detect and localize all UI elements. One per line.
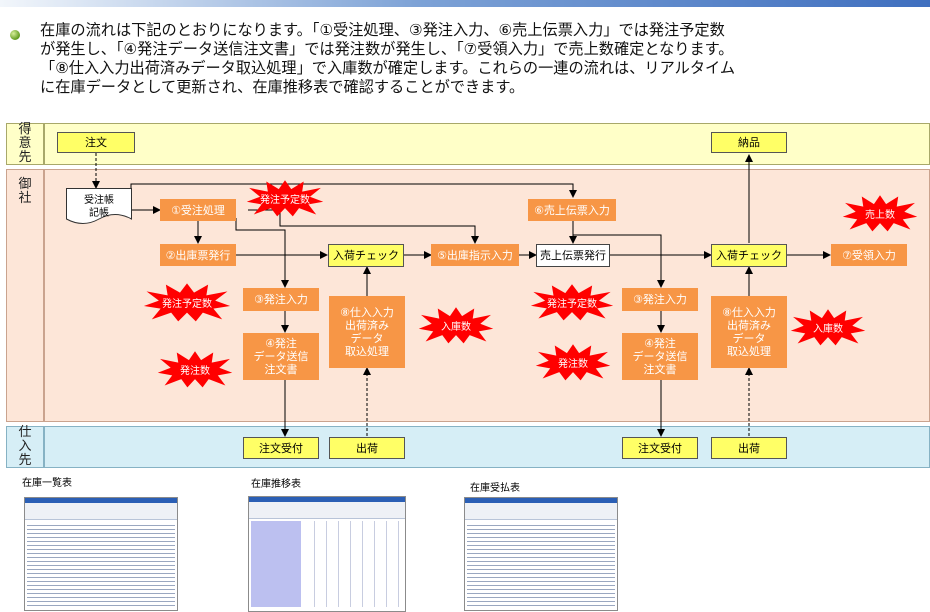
order-ledger-label: 受注帳 記帳: [84, 195, 114, 219]
burst-stock-in-1: 入庫数: [418, 306, 494, 344]
burst-order-count-2: 発注数: [535, 343, 611, 381]
explosion-icon: [535, 344, 611, 381]
burst-label: 入庫数: [813, 323, 843, 335]
explosion-icon: [418, 307, 494, 344]
burst-sales-count: 売上数: [842, 194, 918, 232]
explosion-icon: [530, 284, 614, 321]
burst-stock-in-2: 入庫数: [790, 308, 866, 346]
lane-label-supplier: 仕入先: [18, 425, 32, 468]
burst-label: 発注数: [180, 365, 210, 377]
po-send-box-2[interactable]: ④発注 データ送信 注文書: [622, 333, 698, 380]
intro-line: に在庫データとして更新され、在庫推移表で確認することができます。: [40, 78, 525, 96]
burst-planned-order-2: 発注予定数: [143, 282, 231, 322]
order-ledger-document[interactable]: 受注帳 記帳: [66, 188, 132, 226]
intro-line: 「⑧仕入入力出荷済みデータ取込処理」で入庫数が確定します。これらの一連の流れは、…: [40, 59, 736, 77]
shipment-box-2[interactable]: 出荷: [711, 437, 787, 459]
explosion-icon: [246, 180, 324, 217]
burst-label: 発注予定数: [260, 194, 310, 206]
thumb-title-stock-transition: 在庫推移表: [251, 479, 301, 490]
document-icon: [66, 188, 132, 224]
shipping-instruction-box[interactable]: ⑤出庫指示入力: [431, 244, 519, 266]
explosion-icon: [842, 195, 918, 232]
thumbnail-stock-transition[interactable]: [248, 496, 406, 612]
header-gradient-bar: [0, 0, 930, 7]
inspection-box-1[interactable]: 入荷チェック: [328, 244, 404, 267]
order-entry-box[interactable]: ①受注処理: [160, 199, 236, 221]
lane-label-customer: 得意先: [18, 122, 32, 165]
burst-planned-order-1: 発注予定数: [246, 179, 324, 217]
thumb-title-stock-list: 在庫一覧表: [22, 478, 72, 489]
intro-paragraph: 在庫の流れは下記のとおりになります。「①受注処理、③発注入力、⑥売上伝票入力」で…: [40, 21, 925, 97]
bullet-icon: [10, 30, 20, 40]
receipt-entry-box[interactable]: ⑦受領入力: [831, 244, 907, 266]
burst-label: 売上数: [865, 209, 895, 221]
purchase-import-box-1[interactable]: ⑧仕入入力 出荷済み データ 取込処理: [329, 296, 405, 368]
shipping-slip-box[interactable]: ②出庫票発行: [160, 244, 236, 266]
burst-label: 発注数: [558, 358, 588, 370]
po-entry-box-2[interactable]: ③発注入力: [622, 288, 698, 311]
burst-label: 発注予定数: [162, 298, 212, 310]
po-send-box-1[interactable]: ④発注 データ送信 注文書: [243, 333, 319, 380]
thumb-title-stock-inout: 在庫受払表: [470, 483, 520, 494]
purchase-import-box-2[interactable]: ⑧仕入入力 出荷済み データ 取込処理: [711, 296, 787, 368]
po-entry-box-1[interactable]: ③発注入力: [243, 288, 319, 311]
lane-label-company: 御社: [18, 177, 32, 206]
burst-planned-order-3: 発注予定数: [530, 283, 614, 321]
order-received-box-2[interactable]: 注文受付: [622, 437, 698, 459]
lane-customer: 得意先: [6, 123, 930, 165]
sales-slip-issue-box[interactable]: 売上伝票発行: [536, 244, 610, 267]
burst-order-count-1: 発注数: [157, 350, 233, 388]
shipment-box-1[interactable]: 出荷: [329, 437, 405, 459]
explosion-icon: [143, 283, 231, 322]
delivery-box[interactable]: 納品: [711, 132, 787, 153]
burst-label: 発注予定数: [547, 298, 597, 310]
intro-line: が発生し、「④発注データ送信注文書」では発注数が発生し、「⑦受領入力」で売上数確…: [40, 40, 734, 58]
explosion-icon: [790, 309, 866, 346]
sales-slip-entry-box[interactable]: ⑥売上伝票入力: [528, 199, 616, 221]
order-received-box-1[interactable]: 注文受付: [243, 437, 319, 459]
thumbnail-stock-list[interactable]: [24, 497, 178, 611]
burst-label: 入庫数: [441, 321, 471, 333]
inspection-box-2[interactable]: 入荷チェック: [711, 244, 787, 267]
explosion-icon: [157, 351, 233, 388]
intro-line: 在庫の流れは下記のとおりになります。「①受注処理、③発注入力、⑥売上伝票入力」で…: [40, 21, 725, 39]
thumbnail-stock-inout[interactable]: [464, 497, 618, 611]
order-box[interactable]: 注文: [57, 132, 135, 153]
